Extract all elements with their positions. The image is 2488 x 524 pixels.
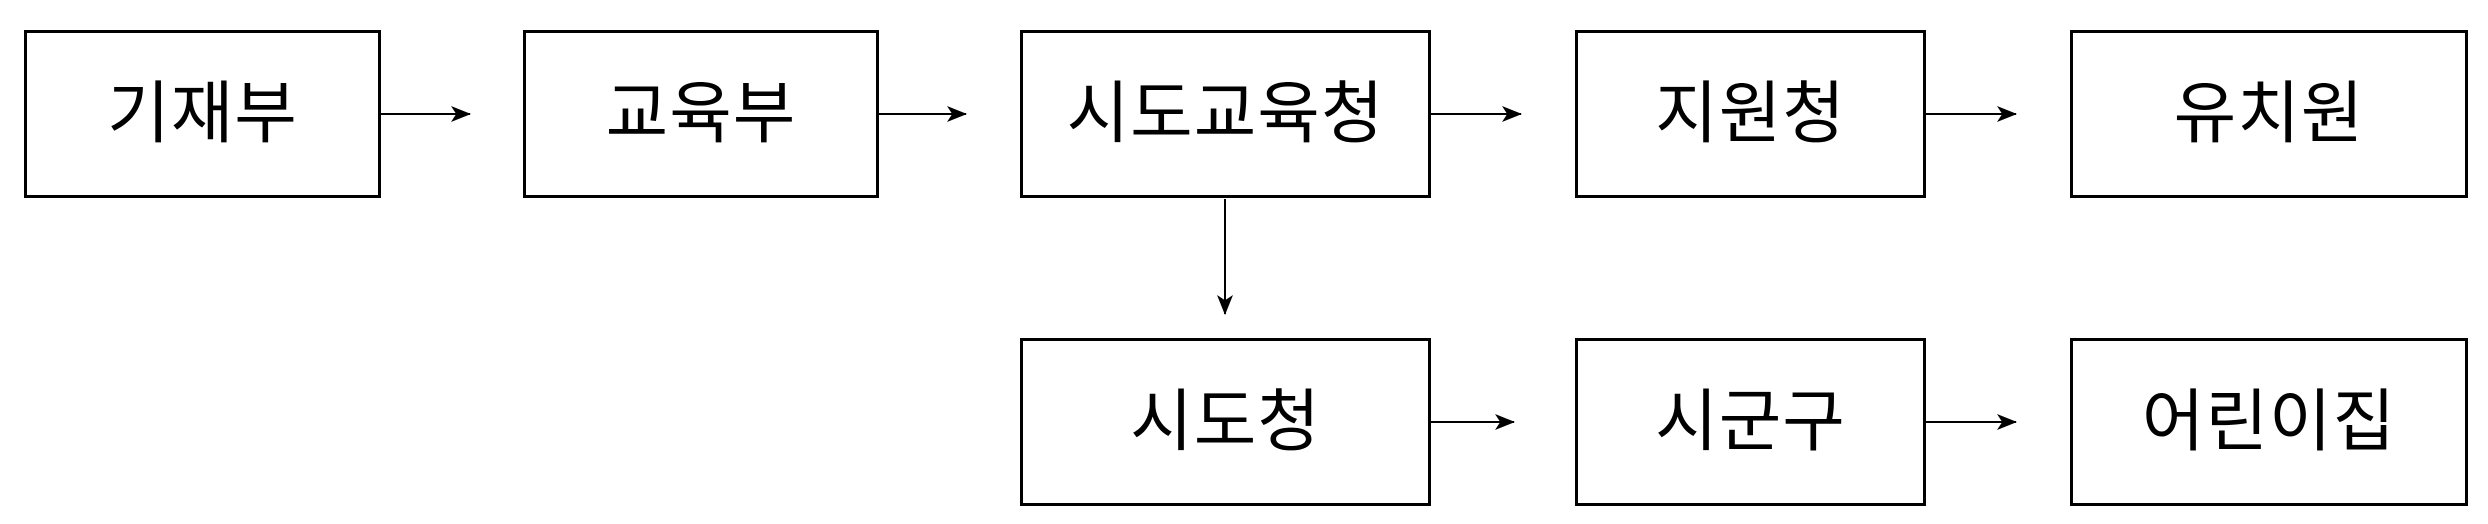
node-gyoyukbu: 교육부 bbox=[523, 30, 879, 198]
node-jiwoncheong: 지원청 bbox=[1575, 30, 1926, 198]
node-eorinijip-label: 어린이집 bbox=[2141, 384, 2397, 460]
node-sido-gyoyukcheong: 시도교육청 bbox=[1020, 30, 1431, 198]
node-sidocheong: 시도청 bbox=[1020, 338, 1431, 506]
node-gijaebu-label: 기재부 bbox=[107, 76, 298, 152]
node-sidocheong-label: 시도청 bbox=[1130, 384, 1321, 460]
node-yuchiwon-label: 유치원 bbox=[2173, 76, 2365, 152]
node-jiwoncheong-label: 지원청 bbox=[1655, 76, 1846, 152]
node-sido-gyoyukcheong-label: 시도교육청 bbox=[1066, 76, 1385, 152]
node-gijaebu: 기재부 bbox=[24, 30, 381, 198]
node-gyoyukbu-label: 교육부 bbox=[605, 76, 797, 152]
node-sigungu-label: 시군구 bbox=[1655, 384, 1846, 460]
node-sigungu: 시군구 bbox=[1575, 338, 1926, 506]
node-yuchiwon: 유치원 bbox=[2070, 30, 2468, 198]
node-eorinijip: 어린이집 bbox=[2070, 338, 2468, 506]
